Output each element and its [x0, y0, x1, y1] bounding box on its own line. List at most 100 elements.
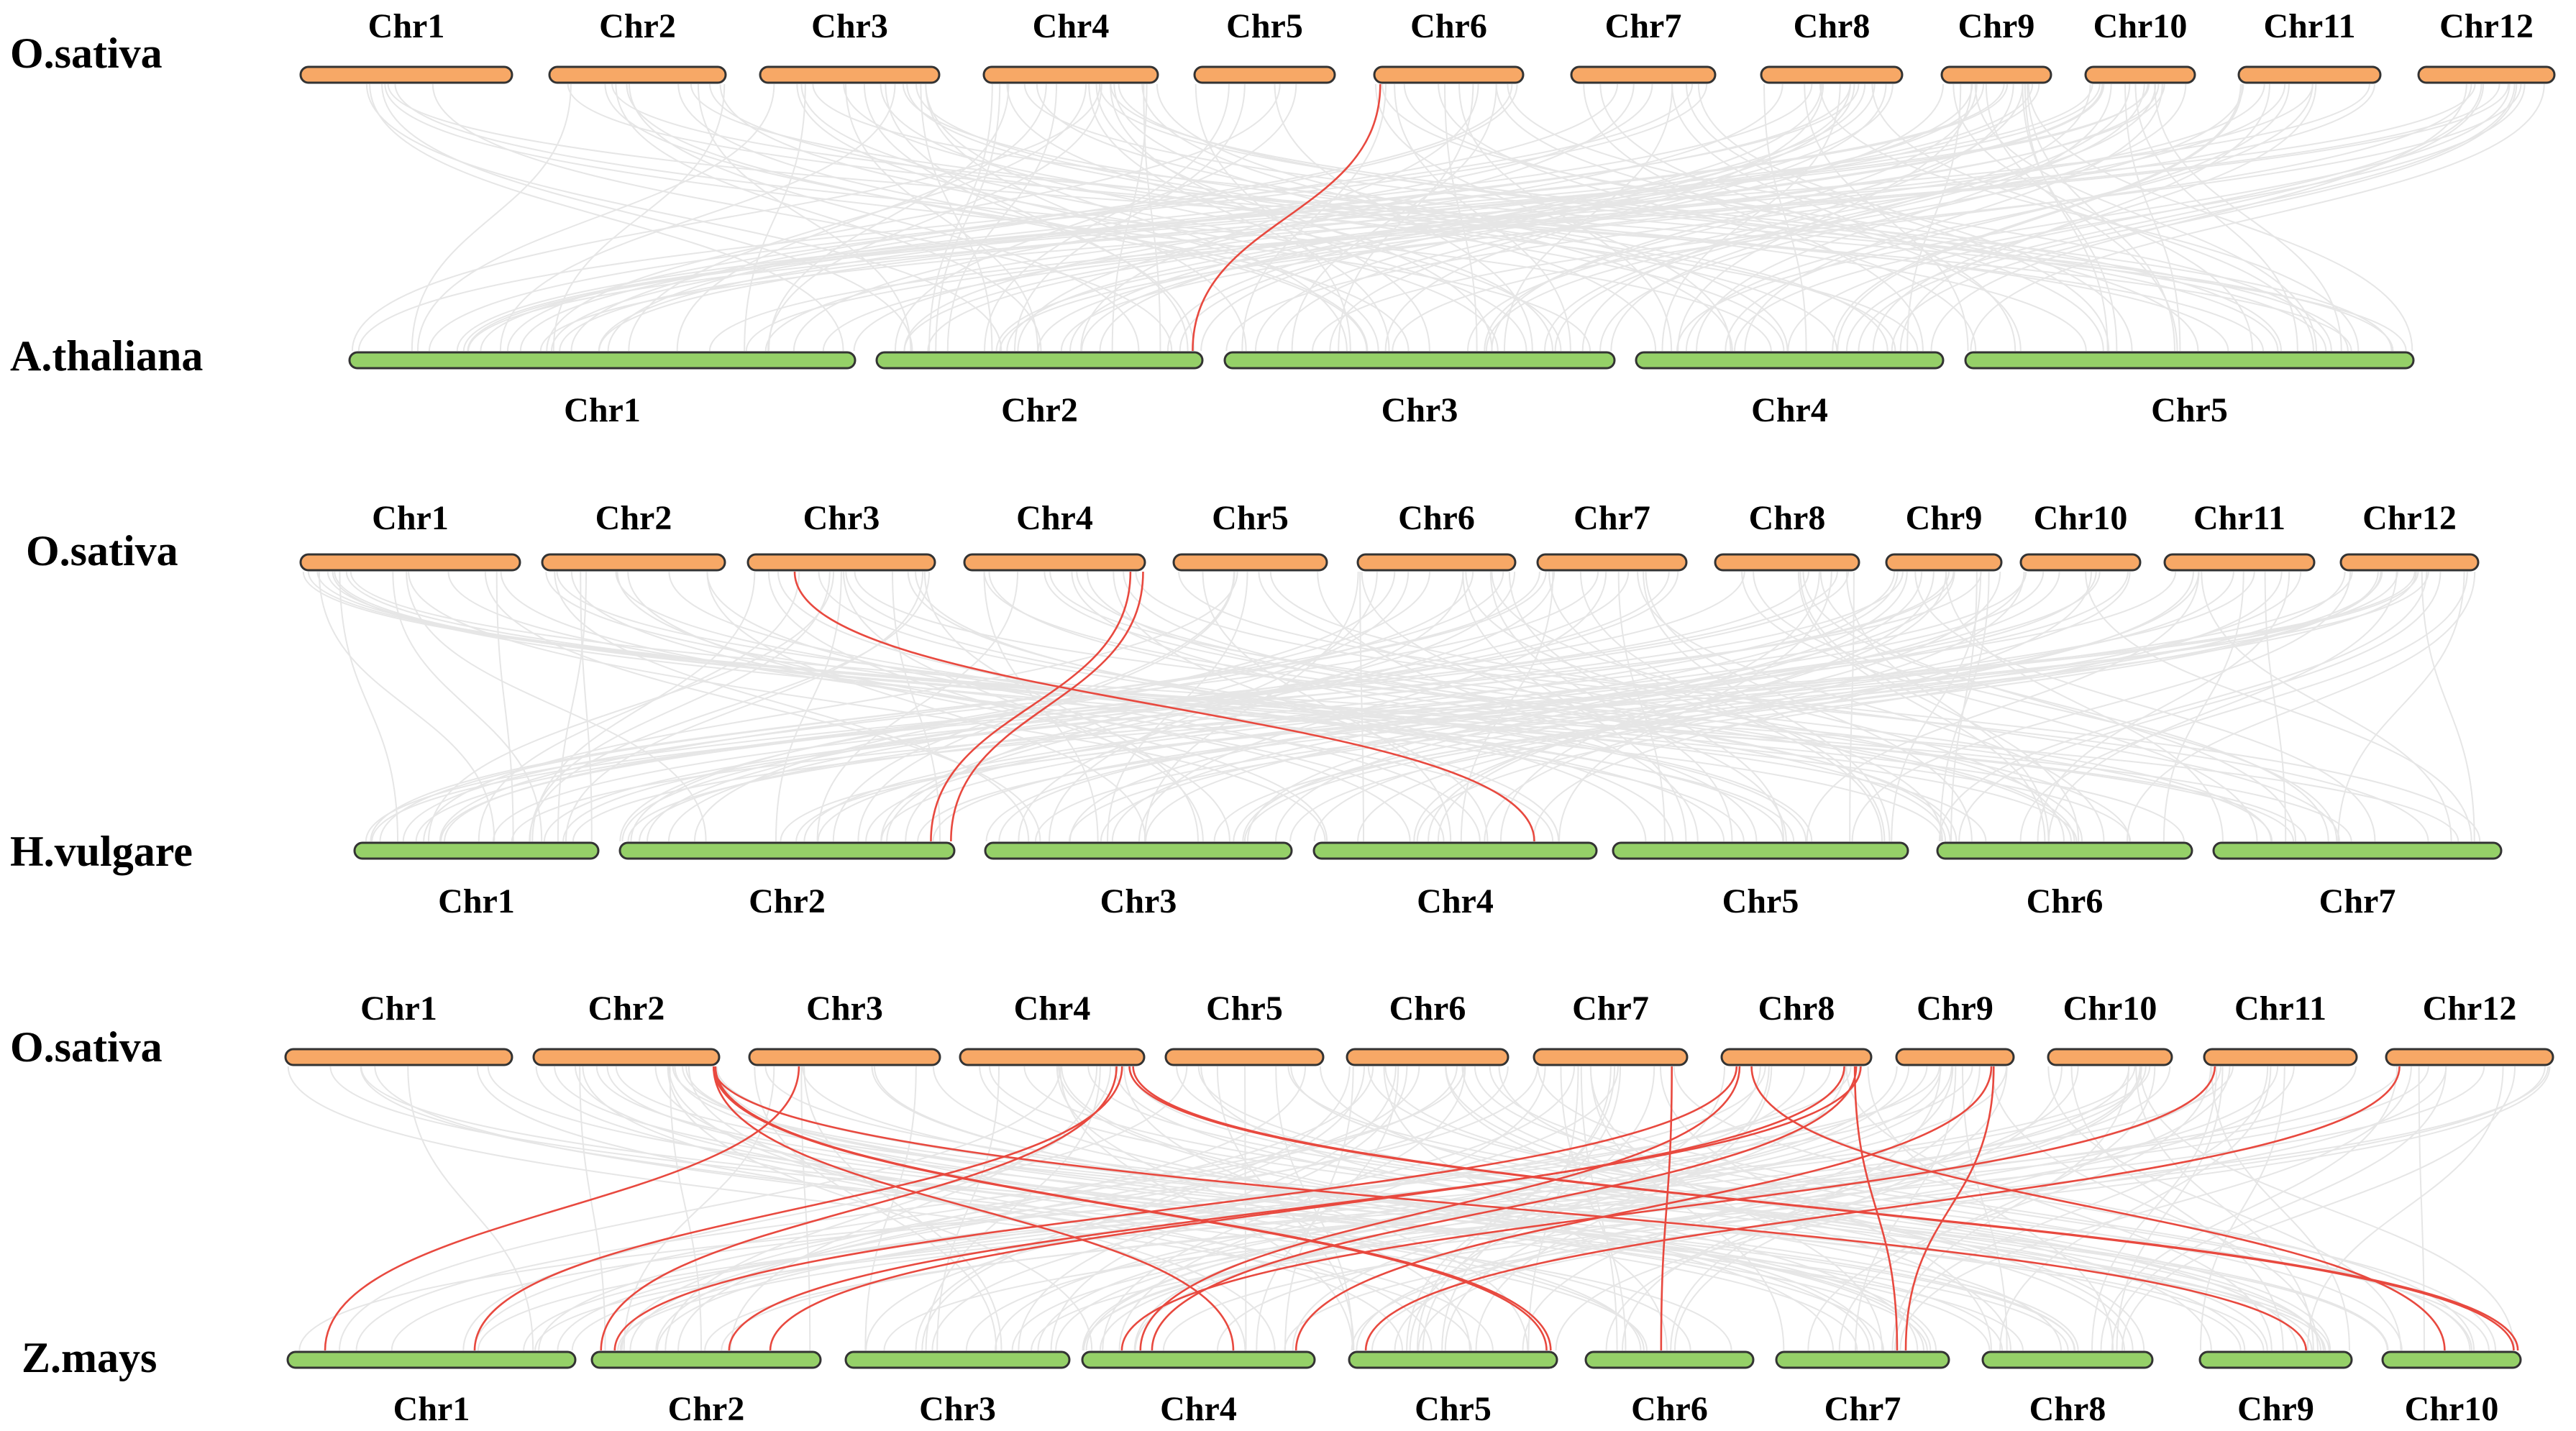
background-link — [1858, 83, 2516, 352]
background-link — [579, 1066, 606, 1351]
background-link — [550, 83, 1860, 352]
background-link — [1069, 571, 1899, 842]
background-link — [921, 1066, 1366, 1351]
background-link — [803, 571, 2045, 842]
panel3-top-chromosome-bar — [748, 1048, 941, 1066]
background-link — [535, 1066, 1691, 1351]
background-link — [1135, 571, 2429, 842]
background-link — [1845, 1066, 2273, 1351]
background-link — [2116, 1066, 2224, 1351]
background-link — [598, 83, 1851, 352]
background-link — [1899, 83, 2271, 352]
background-link — [1403, 83, 2199, 352]
background-link — [985, 571, 2097, 842]
background-link — [1498, 1066, 2212, 1351]
background-link — [2337, 571, 2465, 842]
background-link — [616, 571, 1411, 842]
background-link — [1599, 83, 2187, 352]
background-link — [287, 1066, 1472, 1351]
background-link — [917, 571, 2398, 842]
panel1-bottom-chromosome-label: Chr3 — [1381, 391, 1458, 429]
background-link — [1475, 1066, 1773, 1351]
background-link — [906, 83, 1838, 352]
background-link — [1098, 83, 2349, 352]
background-link — [907, 571, 1674, 842]
background-link — [1244, 1066, 1247, 1351]
background-link — [1258, 571, 2083, 842]
background-link — [925, 83, 1247, 352]
species-label-maize: Z.mays — [22, 1334, 157, 1381]
background-link — [1734, 83, 2526, 352]
background-link — [1974, 83, 2317, 352]
background-link — [1581, 83, 2014, 352]
background-link — [2100, 1066, 2398, 1351]
panel1-top-chromosome-label: Chr11 — [2263, 7, 2355, 45]
background-link — [392, 571, 543, 842]
background-link — [1508, 571, 1785, 842]
panel1-top-chromosome-bar — [2084, 65, 2196, 84]
background-link — [360, 1066, 2069, 1351]
panel3-bottom-chromosome-bar — [844, 1350, 1071, 1369]
chromosome-bars — [284, 65, 2556, 1369]
panel1-bottom-chromosome-bar — [875, 351, 1204, 370]
background-link — [1359, 571, 1365, 842]
background-link — [506, 83, 1619, 352]
panel2-bottom-chromosome-label: Chr2 — [749, 882, 826, 920]
panel1-top-chromosome-label: Chr5 — [1226, 7, 1303, 45]
panel1-top-chromosome-bar — [2417, 65, 2556, 84]
panel2-top-chromosome-bar — [2163, 553, 2316, 572]
background-link — [365, 571, 1838, 842]
highlighted-link — [1750, 1066, 2446, 1351]
background-link — [1371, 1066, 2447, 1351]
background-link — [2022, 83, 2118, 352]
background-link — [1753, 571, 2338, 842]
background-link — [864, 1066, 917, 1351]
panel3-bottom-chromosome-label: Chr4 — [1160, 1390, 1237, 1428]
background-link — [570, 571, 1445, 842]
panel3-top-chromosome-bar — [2203, 1048, 2358, 1066]
background-link — [2199, 1066, 2285, 1351]
background-link — [1938, 571, 2428, 842]
background-link — [1617, 571, 1666, 842]
highlighted-link — [712, 1066, 1235, 1351]
background-link — [351, 83, 1101, 352]
panel2-bottom-chromosome-bar — [1612, 841, 1909, 860]
background-link — [495, 571, 514, 842]
panel1-top-chromosome-bar — [1940, 65, 2052, 84]
background-link — [408, 571, 1326, 842]
background-link — [729, 1066, 1098, 1351]
background-link — [1129, 1066, 2324, 1351]
panel3-top-chromosome-bar — [959, 1048, 1146, 1066]
panel3-top-chromosome-label: Chr10 — [2063, 989, 2157, 1028]
background-link — [402, 571, 1599, 842]
panel3-top-chromosome-label: Chr8 — [1758, 989, 1835, 1028]
background-link — [571, 1066, 2151, 1351]
panel3-bottom-chromosome-bar — [1081, 1350, 1316, 1369]
species-label-oryza-panel1: O.sativa — [10, 29, 163, 77]
background-link — [2047, 1066, 2402, 1351]
background-link — [1489, 1066, 2472, 1351]
background-link — [615, 1066, 2326, 1351]
species-label-arabidopsis: A.thaliana — [10, 332, 203, 380]
panel1-top-chromosome-label: Chr3 — [811, 7, 888, 45]
background-link — [580, 571, 593, 842]
panel3-top-chromosome-bar — [1895, 1048, 2015, 1066]
background-link — [546, 83, 1281, 352]
background-link — [559, 83, 2149, 352]
background-link — [885, 83, 1189, 352]
background-link — [1017, 83, 1635, 352]
background-link — [1845, 571, 2050, 842]
background-link — [1138, 571, 1607, 842]
background-link — [606, 1066, 1858, 1351]
background-link — [350, 571, 2459, 842]
panel2-top-chromosome-bar — [1885, 553, 2003, 572]
background-link — [775, 571, 842, 842]
background-link — [1819, 83, 2360, 352]
panel3-bottom-chromosome-label: Chr6 — [1631, 1390, 1708, 1428]
background-link — [519, 83, 1813, 352]
highlighted-link — [1139, 1066, 1741, 1351]
background-link — [1083, 1066, 2171, 1351]
background-link — [1114, 1066, 2063, 1351]
background-link — [2127, 571, 2476, 842]
background-link — [865, 1066, 1576, 1351]
